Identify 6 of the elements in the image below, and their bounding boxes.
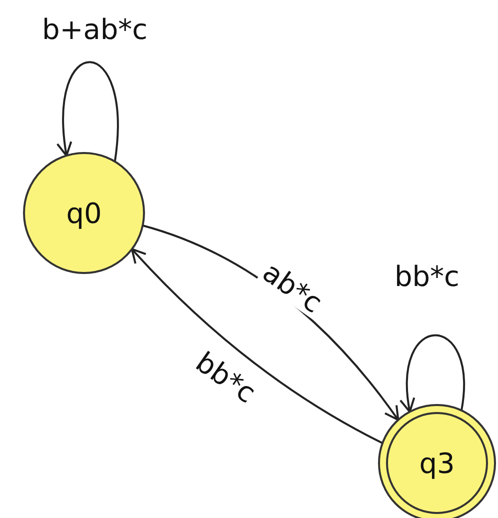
state-label: q0	[66, 196, 102, 230]
state-circle	[23, 152, 145, 274]
self-loop-arrow	[57, 61, 119, 162]
self-loop-arrow	[400, 334, 465, 413]
transition-arrow	[130, 248, 383, 444]
state-label: q3	[419, 446, 455, 480]
